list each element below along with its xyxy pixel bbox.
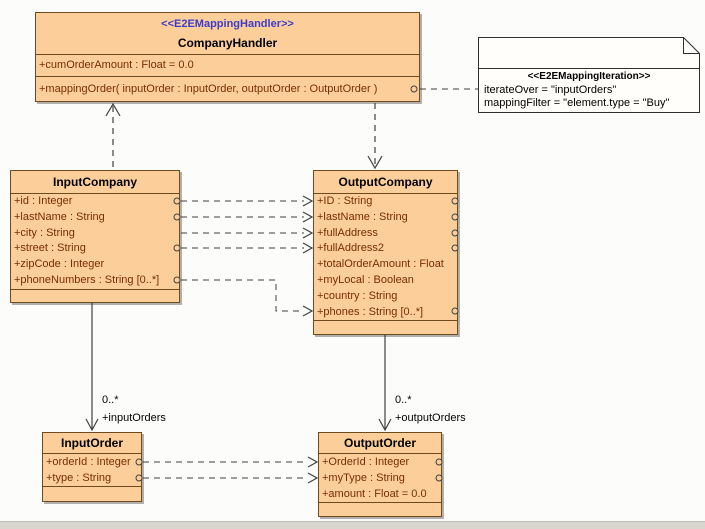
attribute-id[interactable]: +ID : String	[317, 195, 373, 207]
attribute-lastname[interactable]: +lastName : String	[317, 210, 408, 223]
operation-compartment-empty	[314, 321, 457, 333]
attribute-city[interactable]: +city : String	[14, 226, 75, 239]
arrowhead-right-icon	[307, 456, 319, 468]
arrowhead-down-icon	[378, 418, 392, 432]
attribute-country[interactable]: +country : String	[317, 289, 398, 302]
class-name: CompanyHandler	[177, 36, 278, 50]
attribute-type[interactable]: +type : String	[46, 472, 112, 484]
attribute-cumorderamount[interactable]: +cumOrderAmount : Float = 0.0	[36, 55, 419, 77]
class-inputcompany[interactable]: InputCompany +id : Integer +lastName : S…	[10, 170, 180, 303]
arrowhead-right-icon	[307, 472, 319, 484]
mapping-lines-company	[181, 195, 314, 317]
operation-mappingorder[interactable]: +mappingOrder( inputOrder : InputOrder, …	[39, 83, 378, 95]
dependency-companyhandler-outputcompany	[367, 103, 383, 170]
attribute-totalorderamount[interactable]: +totalOrderAmount : Float	[317, 258, 444, 271]
class-inputorder[interactable]: InputOrder +orderId : Integer +type : St…	[42, 432, 142, 502]
role-label-outputorders: +outputOrders	[395, 412, 466, 424]
class-name: OutputCompany	[314, 171, 457, 194]
operation-compartment-empty	[43, 487, 141, 499]
attribute-phonenumbers[interactable]: +phoneNumbers : String [0..*]	[14, 273, 160, 286]
attribute-street[interactable]: +street : String	[14, 242, 86, 255]
attribute-compartment: +id : Integer +lastName : String +city :…	[11, 194, 179, 290]
attribute-mylocal[interactable]: +myLocal : Boolean	[317, 273, 414, 286]
attribute-lastname[interactable]: +lastName : String	[14, 210, 105, 223]
dependency-inputcompany-companyhandler	[105, 102, 121, 169]
multiplicity-label: 0..*	[395, 394, 412, 406]
stereotype-label: <<E2EMappingHandler>>	[161, 18, 294, 30]
operation-compartment-empty	[319, 503, 441, 515]
attribute-phones[interactable]: +phones : String [0..*]	[317, 305, 424, 318]
class-title-compartment: <<E2EMappingHandler>> CompanyHandler	[36, 13, 419, 55]
attribute-fulladdress[interactable]: +fullAddress	[317, 226, 378, 239]
attribute-compartment: +orderId : Integer +type : String	[43, 454, 141, 487]
attribute-orderid[interactable]: +OrderId : Integer	[322, 456, 410, 468]
note-stereotype: <<E2EMappingIteration>>	[527, 71, 651, 82]
association-outputcompany-outputorder	[378, 335, 392, 432]
class-name: OutputOrder	[319, 433, 441, 454]
arrowhead-up-icon	[105, 102, 121, 117]
attribute-compartment: +ID : String +lastName : String +fullAdd…	[314, 194, 457, 322]
note-mappingfilter: mappingFilter = "element.type = "Buy"	[484, 97, 670, 109]
horizontal-scrollbar[interactable]	[0, 521, 705, 529]
arrowhead-right-icon	[302, 242, 314, 254]
arrowhead-right-icon	[302, 227, 314, 239]
arrowhead-down-icon	[367, 155, 383, 170]
class-name: InputCompany	[11, 171, 179, 194]
association-inputcompany-inputorder	[85, 303, 99, 432]
attribute-zipcode[interactable]: +zipCode : Integer	[14, 258, 105, 271]
attribute-orderid[interactable]: +orderId : Integer	[46, 456, 131, 468]
mapping-lines-order	[143, 456, 319, 484]
role-label-inputorders: +inputOrders	[102, 412, 166, 424]
attribute-compartment: +OrderId : Integer +myType : String +amo…	[319, 454, 441, 503]
arrowhead-down-icon	[85, 418, 99, 432]
note-iterateover: iterateOver = "inputOrders"	[484, 84, 617, 96]
arrowhead-right-icon	[302, 305, 314, 317]
operation-compartment-empty	[11, 290, 179, 302]
arrowhead-right-icon	[302, 211, 314, 223]
class-name: InputOrder	[43, 433, 141, 454]
attribute-id[interactable]: +id : Integer	[14, 195, 73, 207]
note-fold-icon	[683, 37, 700, 54]
class-outputcompany[interactable]: OutputCompany +ID : String +lastName : S…	[313, 170, 458, 335]
attribute-mytype[interactable]: +myType : String	[322, 472, 405, 484]
class-companyhandler[interactable]: <<E2EMappingHandler>> CompanyHandler +cu…	[35, 12, 420, 102]
attribute-fulladdress2[interactable]: +fullAddress2	[317, 242, 384, 255]
multiplicity-label: 0..*	[102, 394, 119, 406]
class-outputorder[interactable]: OutputOrder +OrderId : Integer +myType :…	[318, 432, 442, 517]
arrowhead-right-icon	[302, 195, 314, 207]
attribute-amount[interactable]: +amount : Float = 0.0	[322, 488, 427, 500]
